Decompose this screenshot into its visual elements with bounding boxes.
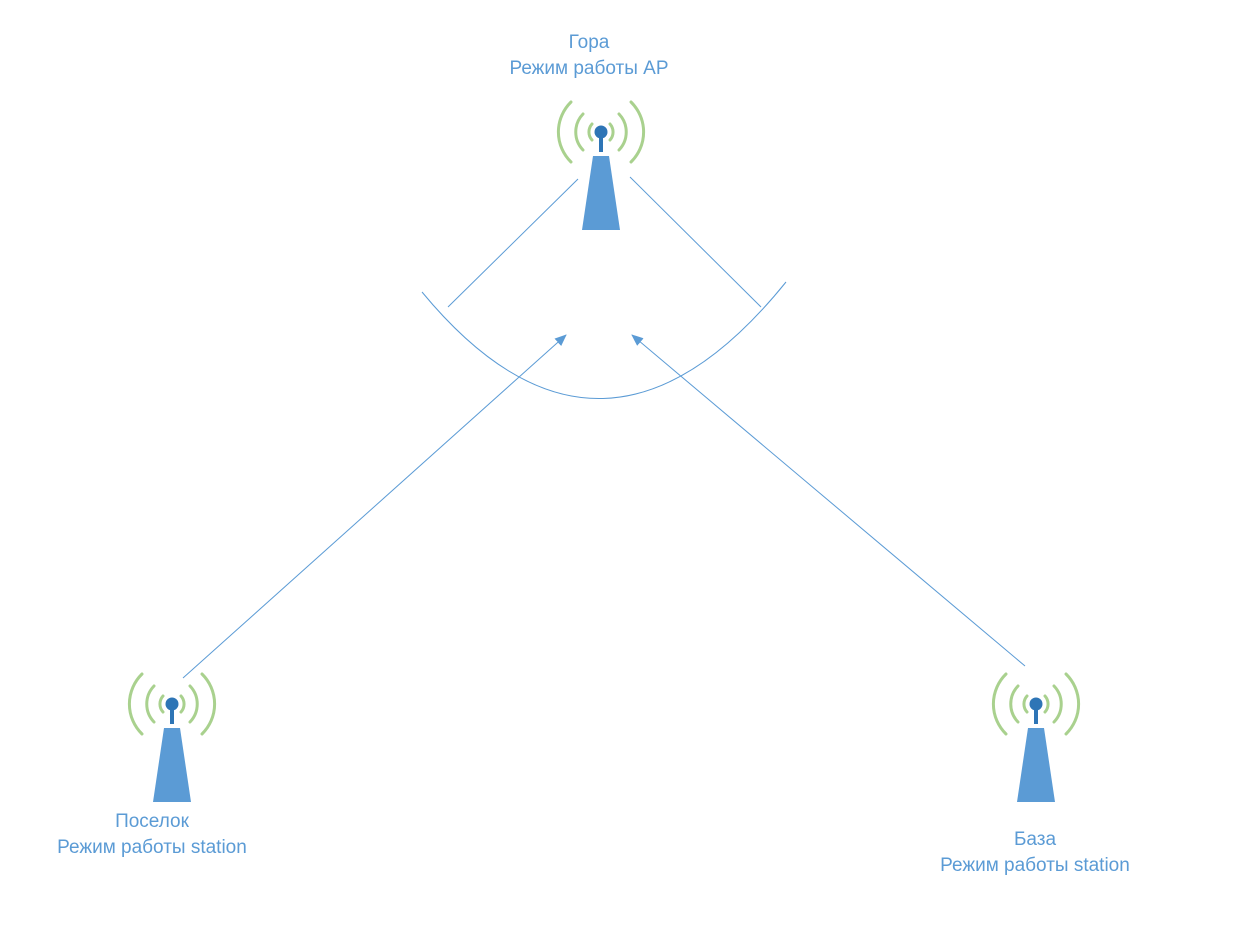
node-mode: Режим работы station	[57, 837, 247, 858]
coverage-sector	[421, 176, 787, 400]
radio-tower-icon	[991, 672, 1081, 804]
node-name: Гора	[568, 32, 610, 53]
radio-tower-icon	[127, 672, 217, 804]
node-label-base: База Режим работы station	[940, 827, 1130, 879]
node-label-mountain: Гора Режим работы AP	[509, 30, 668, 82]
node-mode: Режим работы AP	[509, 58, 669, 79]
links	[182, 334, 1026, 679]
node-label-village: Поселок Режим работы station	[57, 809, 247, 861]
link-village-to-mountain	[182, 334, 567, 679]
node-mode: Режим работы station	[940, 855, 1130, 876]
radio-tower-icon	[556, 100, 646, 232]
node-name: База	[1013, 829, 1057, 850]
link-base-to-mountain	[631, 334, 1026, 667]
node-name: Поселок	[115, 811, 189, 832]
